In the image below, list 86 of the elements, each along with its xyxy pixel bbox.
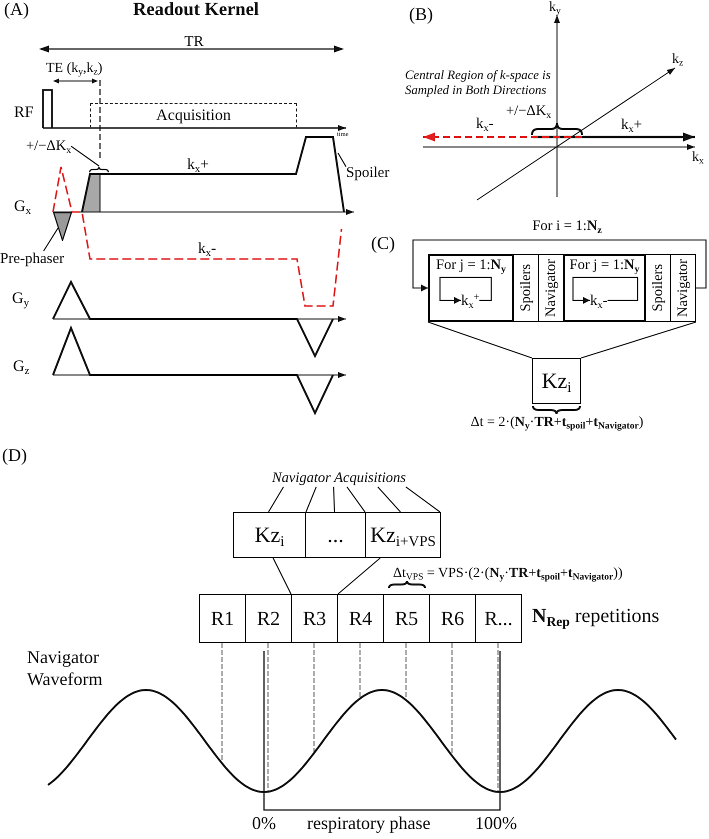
spoiler-block <box>645 254 671 322</box>
block-label: R1 <box>210 608 234 630</box>
duration-formula: Δt$_{VPS}$ = VPS·(2·(N$_{y}$·TR+t$_{spoil}$+t$_{Navigator}$)) <box>393 566 623 582</box>
loop-arrow <box>439 276 492 304</box>
block-label: R4 <box>348 608 372 630</box>
repetition-block <box>383 594 430 643</box>
block-label: ... <box>327 522 344 548</box>
repetition-block <box>475 594 522 643</box>
loop-heading: For j = 1:N$_{y}$ <box>436 258 506 274</box>
panel-label: (A) <box>4 0 29 20</box>
arrow-label: k$_{x}$- <box>476 116 494 132</box>
repetition-block <box>337 594 384 643</box>
loop-block <box>428 254 514 322</box>
connector-line <box>272 558 292 594</box>
panel-label: (D) <box>2 446 27 466</box>
leader-line <box>70 146 100 166</box>
repetition-count: N$_{Rep}$ repetitions <box>532 605 660 627</box>
axis-label: k$_{z}$ <box>672 52 684 68</box>
leader-line <box>306 486 317 512</box>
block-label: R5 <box>394 608 418 630</box>
vertical-label: Navigator <box>676 259 690 317</box>
annotation-label: +/−ΔK$_{x}$ <box>26 139 72 155</box>
vertical-label: Spoilers <box>518 264 534 312</box>
leader-line <box>268 486 284 512</box>
leader-line <box>377 486 401 512</box>
panel-label: (B) <box>409 5 433 25</box>
panel-label: (C) <box>371 234 395 254</box>
repetition-block <box>245 594 292 643</box>
connector-line <box>580 321 696 359</box>
kz-block <box>305 512 366 558</box>
block-label: Kz$_{i+VPS}$ <box>370 522 436 548</box>
vertical-label: Spoilers <box>650 264 666 312</box>
channel-label: G$_{x}$ <box>14 198 31 216</box>
readout-label: k$_{x}$- <box>590 293 608 310</box>
block-label: R... <box>484 608 513 630</box>
gradient-label: k$_{x}$- <box>198 240 216 258</box>
leader-line <box>338 152 346 167</box>
leader-line <box>406 486 440 512</box>
axis-label: 100% <box>475 814 517 834</box>
repetition-block <box>291 594 338 643</box>
waveform-label: Navigator Waveform <box>27 647 104 690</box>
edge-label: For i = 1:N$_{z}$ <box>532 219 602 235</box>
connector-line <box>428 321 532 359</box>
annotation-label: Pre-phaser <box>0 251 64 268</box>
channel-label: RF <box>14 104 34 122</box>
navigator-block <box>538 254 564 322</box>
kz-block <box>365 512 441 558</box>
acquisition-window <box>90 103 297 128</box>
dimension-label: TE (k$_{y}$,k$_{z}$) <box>46 61 102 76</box>
annotation-label: Navigator Acquisitions <box>272 471 406 487</box>
axis-label: respiratory phase <box>307 814 430 834</box>
repetition-block <box>199 594 246 643</box>
block-label: Acquisition <box>156 107 231 125</box>
block-label: R3 <box>302 608 326 630</box>
annotation-label: +/−ΔK$_{x}$ <box>506 104 552 120</box>
vertical-label: Navigator <box>544 259 558 317</box>
diagram-title: Readout Kernel <box>133 0 259 20</box>
connector-line <box>338 558 381 594</box>
channel-label: G$_{z}$ <box>13 358 30 376</box>
arrow-label: k$_{x}$+ <box>621 117 642 134</box>
channel-label: G$_{y}$ <box>12 290 29 308</box>
leader-line <box>333 486 336 512</box>
axis-label: k$_{x}$ <box>692 150 704 166</box>
navigator-block <box>670 254 696 322</box>
leader-line <box>43 228 59 252</box>
block-label: R6 <box>440 608 464 630</box>
loop-arrow <box>572 276 638 304</box>
loop-block <box>563 254 646 322</box>
duration-formula: Δt = 2·(N$_{y}$·TR+t$_{spoil}$+t$_{Navigator}$) <box>470 415 644 430</box>
annotation-text: Central Region of k-space is Sampled in Both Directions <box>405 68 552 99</box>
repetition-block <box>429 594 476 643</box>
kz-block <box>532 358 581 404</box>
curly-brace <box>89 166 109 173</box>
block-label: Kz$_{i}$ <box>542 368 572 394</box>
annotation-label: Spoiler <box>346 165 390 182</box>
spoiler-block <box>513 254 539 322</box>
block-label: Kz$_{i}$ <box>254 522 284 548</box>
prephaser-lobe <box>53 212 72 241</box>
axis-label: 0% <box>252 814 276 834</box>
block-label: R2 <box>256 608 280 630</box>
dimension-label: TR <box>184 34 204 50</box>
kz-block <box>233 512 306 558</box>
loop-heading: For j = 1:N$_{y}$ <box>570 258 640 274</box>
loop-arrow <box>412 239 707 292</box>
leader-line <box>346 486 366 512</box>
gradient-label: k$_{x}$+ <box>187 156 209 174</box>
